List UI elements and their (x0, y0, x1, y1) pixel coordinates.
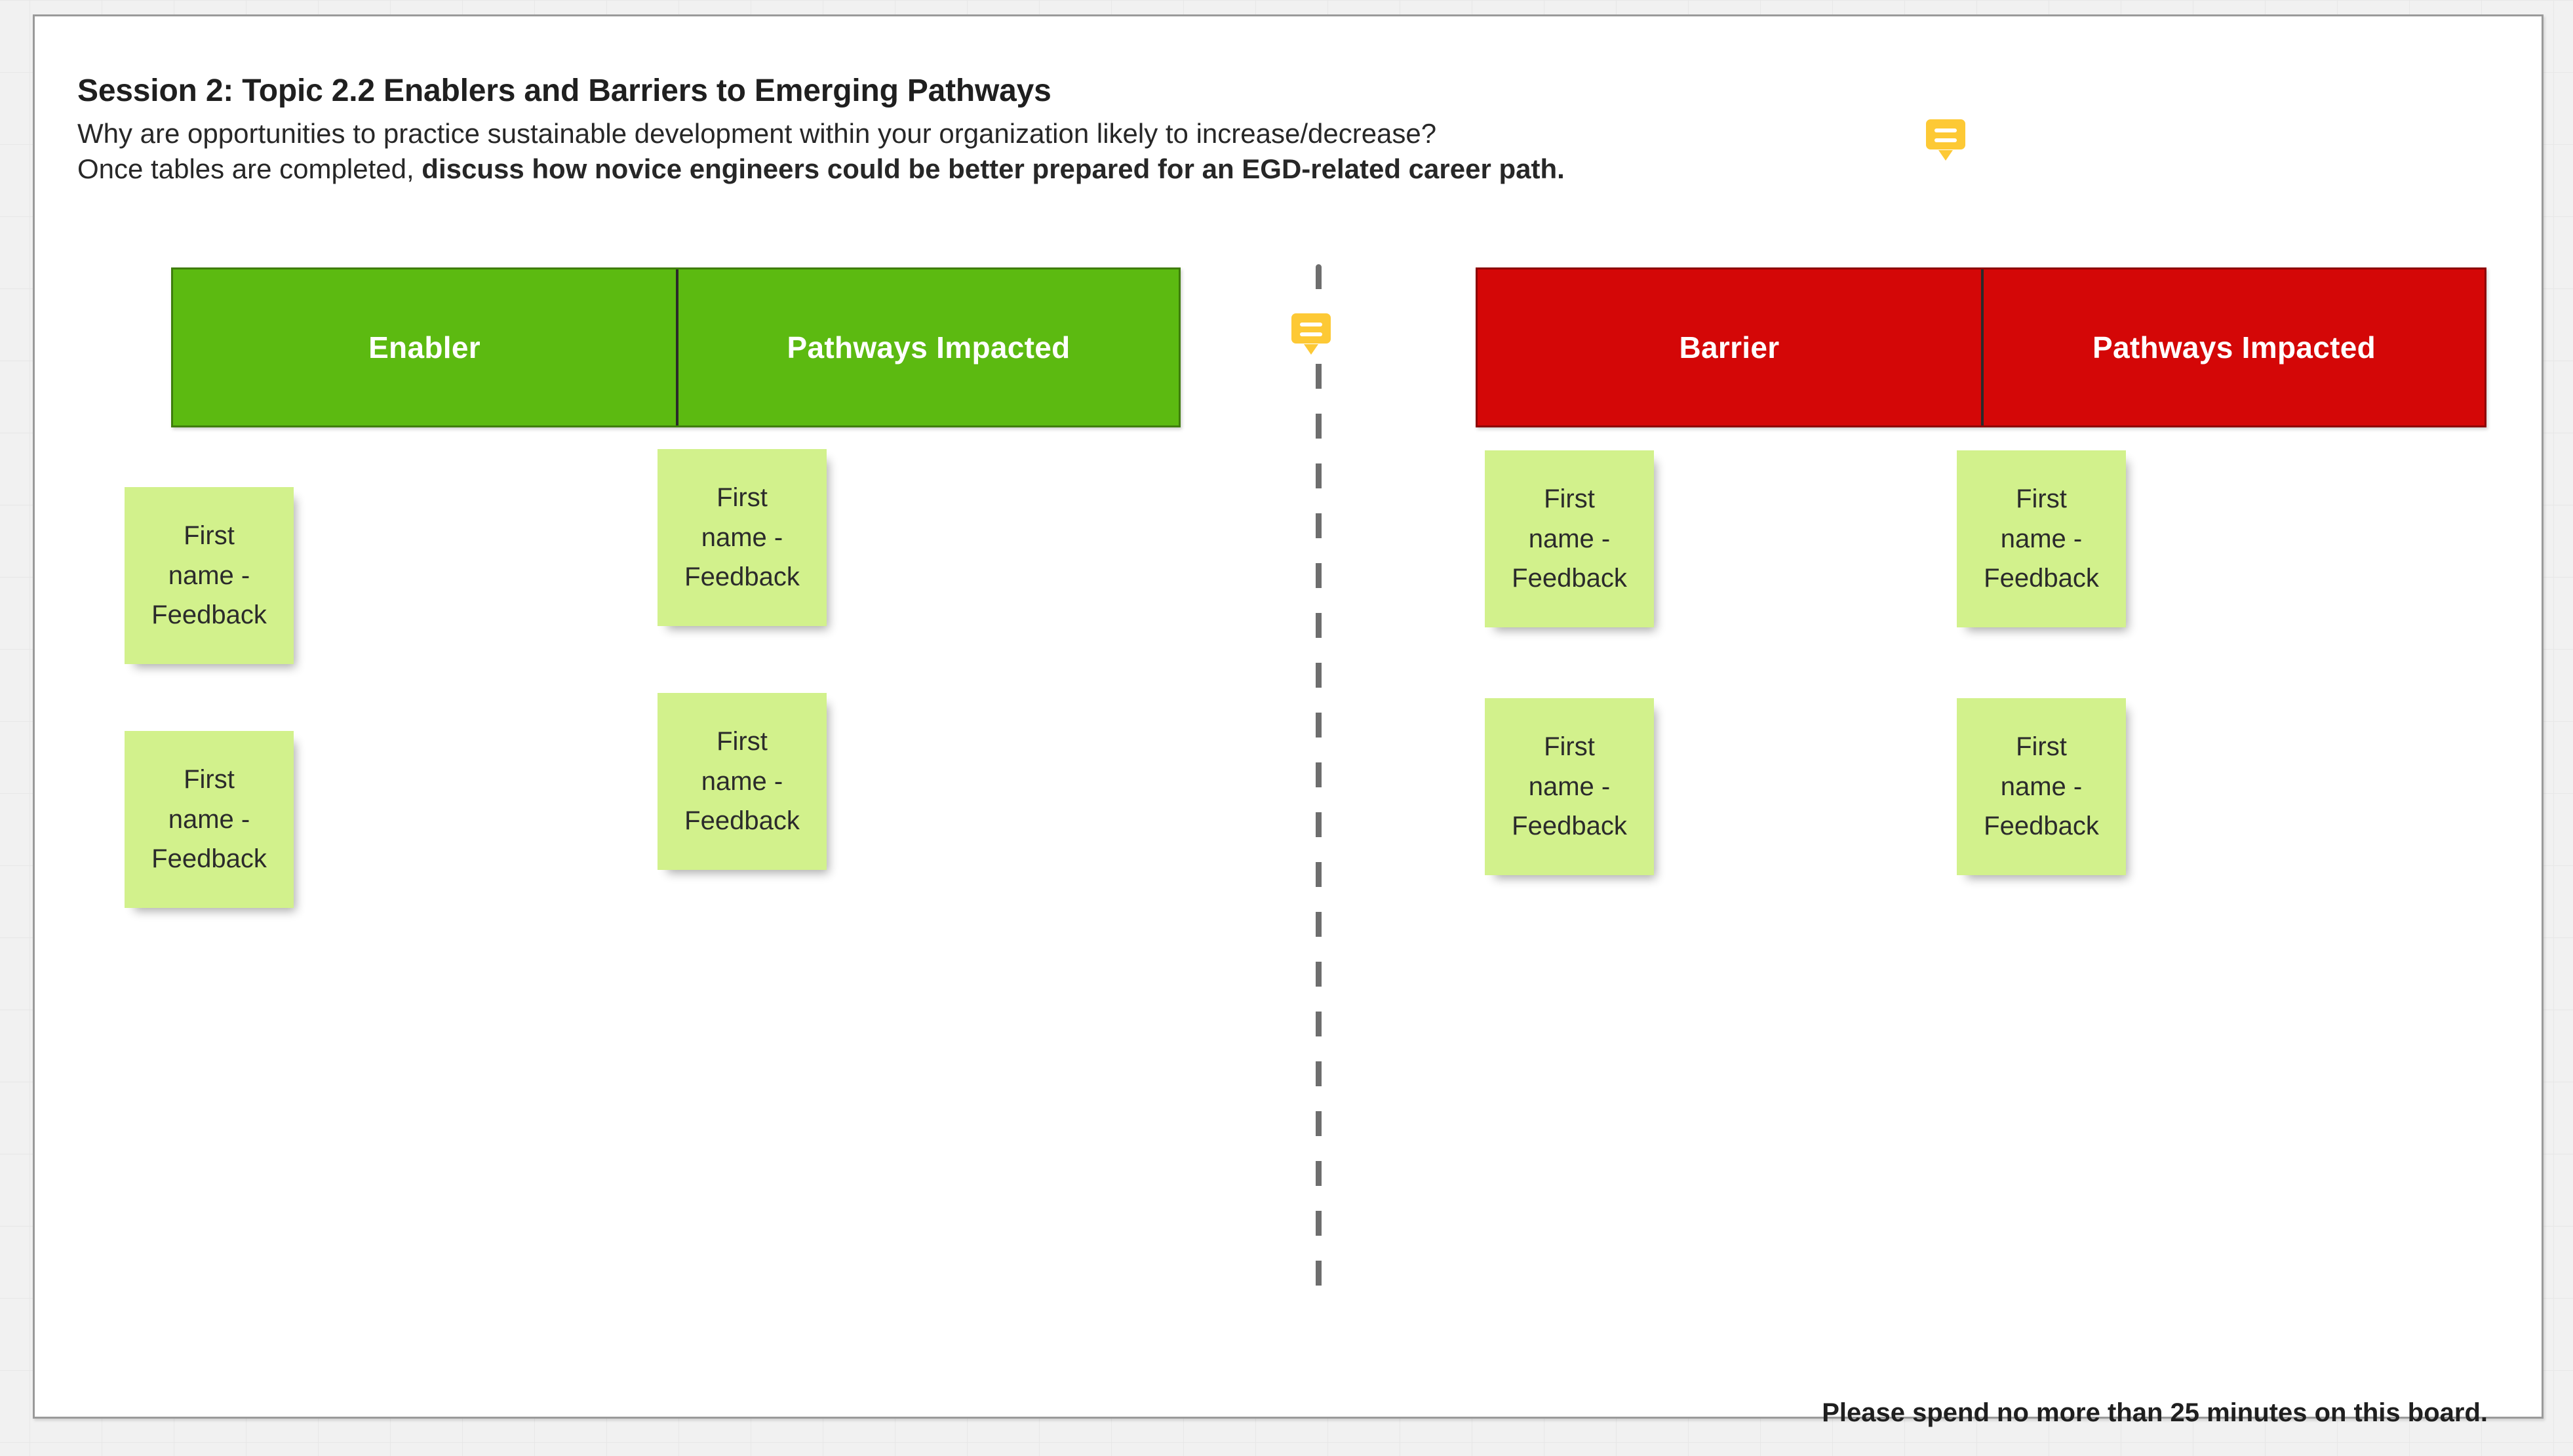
sticky-note[interactable]: First name - Feedback (1957, 450, 2126, 627)
subtitle-line-1: Why are opportunities to practice sustai… (77, 117, 1437, 149)
sticky-note[interactable]: First name - Feedback (125, 731, 294, 908)
barrier-column-label: Barrier (1679, 330, 1780, 364)
sticky-note-text: First name - Feedback (1984, 484, 2099, 593)
barrier-table-header[interactable]: Barrier Pathways Impacted (1476, 267, 2486, 427)
enabler-column-label: Enabler (368, 330, 481, 364)
comment-icon[interactable] (1288, 310, 1334, 357)
sticky-note-text: First name - Feedback (1512, 732, 1627, 841)
subtitle-line-2-bold: discuss how novice engineers could be be… (422, 153, 1565, 185)
sticky-note-text: First name - Feedback (1984, 732, 2099, 841)
enabler-pathways-column-header: Pathways Impacted (676, 269, 1179, 425)
comment-bubble-icon (1288, 310, 1334, 347)
sticky-note[interactable]: First name - Feedback (1485, 450, 1654, 627)
sticky-note[interactable]: First name - Feedback (658, 693, 827, 870)
enabler-column-header: Enabler (173, 269, 676, 425)
footer-note: Please spend no more than 25 minutes on … (1822, 1398, 2488, 1427)
enabler-pathways-column-label: Pathways Impacted (787, 330, 1070, 364)
sticky-note-text: First name - Feedback (1512, 484, 1627, 593)
page-title: Session 2: Topic 2.2 Enablers and Barrie… (77, 73, 1051, 108)
sticky-note[interactable]: First name - Feedback (658, 449, 827, 626)
barrier-pathways-column-header: Pathways Impacted (1981, 269, 2485, 425)
comment-bubble-icon (1923, 116, 1969, 153)
vertical-dashed-divider (1316, 264, 1322, 1293)
sticky-note-text: First name - Feedback (151, 764, 267, 874)
enabler-table-header[interactable]: Enabler Pathways Impacted (171, 267, 1181, 427)
comment-icon[interactable] (1923, 116, 1969, 163)
comment-bubble-tail-icon (1304, 344, 1318, 355)
sticky-note[interactable]: First name - Feedback (1485, 698, 1654, 875)
board-frame: Session 2: Topic 2.2 Enablers and Barrie… (33, 14, 2544, 1427)
sticky-note[interactable]: First name - Feedback (1957, 698, 2126, 875)
subtitle-line-2-plain: Once tables are completed, (77, 153, 422, 185)
header-block: Session 2: Topic 2.2 Enablers and Barrie… (77, 72, 2044, 187)
sticky-note-text: First name - Feedback (151, 521, 267, 630)
barrier-pathways-column-label: Pathways Impacted (2092, 330, 2376, 364)
sticky-note-text: First name - Feedback (684, 726, 800, 836)
subtitle-line-2: Once tables are completed, discuss how n… (77, 151, 2044, 187)
comment-bubble-tail-icon (1938, 150, 1953, 161)
sticky-note-text: First name - Feedback (684, 482, 800, 592)
sticky-note[interactable]: First name - Feedback (125, 487, 294, 664)
barrier-column-header: Barrier (1478, 269, 1981, 425)
